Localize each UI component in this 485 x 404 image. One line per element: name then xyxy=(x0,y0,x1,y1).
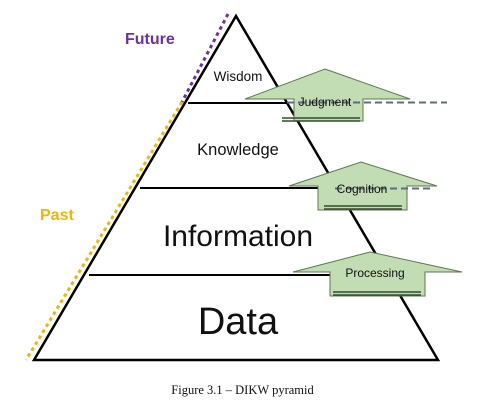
past-dotted-line xyxy=(24,101,184,361)
arrow-processing xyxy=(292,251,463,297)
label-judgment: Judgment xyxy=(299,95,352,109)
label-processing: Processing xyxy=(345,266,404,280)
label-knowledge: Knowledge xyxy=(197,141,279,159)
future-dotted-line xyxy=(180,13,230,103)
label-cognition: Cognition xyxy=(337,182,388,196)
label-data: Data xyxy=(198,301,279,343)
arrow-cognition xyxy=(288,161,438,211)
label-wisdom: Wisdom xyxy=(214,69,263,84)
label-future: Future xyxy=(125,31,175,48)
arrow-judgment xyxy=(244,68,447,122)
label-information: Information xyxy=(163,220,313,253)
label-past: Past xyxy=(40,207,74,224)
figure-caption: Figure 3.1 – DIKW pyramid xyxy=(171,383,314,397)
